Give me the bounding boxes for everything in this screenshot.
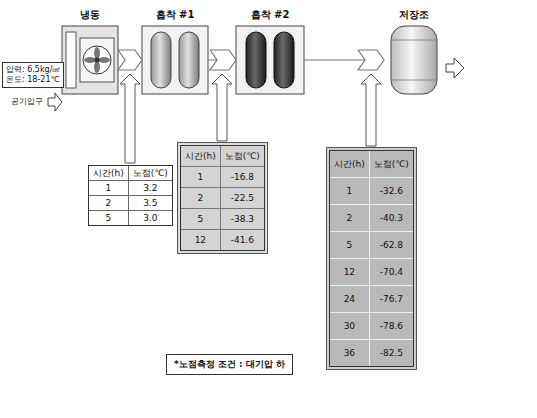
flow-chevron (118, 50, 142, 70)
table-cell: 3.0 (129, 211, 172, 225)
node-text: 온도: 18-21℃ (6, 75, 60, 85)
measure-arrow (361, 74, 381, 146)
table-cell: 3.2 (129, 181, 172, 195)
node-text: 압력: 6.5kg/㎠ (6, 65, 60, 75)
table-cell: -22.5 (221, 188, 264, 208)
table-cell: 3.5 (129, 196, 172, 210)
table-cell: -78.6 (370, 313, 413, 339)
table-header: 시간(h) (330, 151, 369, 177)
dryer-unit: 흡착 #2 (236, 8, 304, 96)
dewpoint-table: 시간(h)노점(℃)13.223.553.0 (88, 165, 173, 226)
unit-name: 흡착 #2 (236, 8, 304, 22)
table-cell: 30 (330, 313, 369, 339)
storage-tank-unit: 저장조 (384, 8, 444, 96)
table-cell: 1 (330, 178, 369, 204)
table-header: 시간(h) (181, 146, 220, 166)
table-cell: 2 (181, 188, 220, 208)
table-cell: 5 (330, 232, 369, 258)
flow-chevron (304, 50, 384, 70)
table-cell: -40.3 (370, 205, 413, 231)
flow-label: 공기입구 (10, 97, 44, 107)
table-cell: -82.5 (370, 340, 413, 366)
note-box: *노점측정 조건 : 대기압 하 (166, 354, 293, 375)
storage-tank (391, 26, 437, 94)
table-cell: -62.8 (370, 232, 413, 258)
adsorption-dryer-2 (236, 26, 304, 94)
table-cell: -32.6 (370, 178, 413, 204)
table-cell: 2 (89, 196, 128, 210)
unit-name: 저장조 (384, 8, 444, 22)
dewpoint-table: 시간(h)노점(℃)1-16.82-22.55-38.312-41.6 (180, 145, 265, 251)
table-cell: 5 (89, 211, 128, 225)
table-cell: -76.7 (370, 286, 413, 312)
inlet-condition-box: 압력: 6.5kg/㎠온도: 18-21℃ (2, 62, 64, 88)
table-header: 노점(℃) (221, 146, 264, 166)
dewpoint-table: 시간(h)노점(℃)1-32.62-40.35-62.812-70.424-76… (329, 150, 414, 367)
inlet-arrow (48, 93, 62, 111)
table-cell: 1 (89, 181, 128, 195)
unit-name: 냉동 (62, 8, 118, 22)
dryer-unit: 흡착 #1 (142, 8, 208, 96)
table-cell: 36 (330, 340, 369, 366)
table-cell: 5 (181, 209, 220, 229)
table-cell: 2 (330, 205, 369, 231)
table-cell: 12 (181, 230, 220, 250)
measure-arrow (120, 74, 140, 163)
table-cell: 24 (330, 286, 369, 312)
table-cell: -38.3 (221, 209, 264, 229)
table-cell: 12 (330, 259, 369, 285)
adsorption-dryer-1 (142, 26, 208, 94)
unit-name: 흡착 #1 (142, 8, 208, 22)
node-text: *노점측정 조건 : 대기압 하 (174, 358, 285, 371)
dryer-unit: 냉동 (62, 8, 118, 96)
table-header: 시간(h) (89, 166, 128, 180)
refrigeration-dryer (62, 26, 118, 94)
table-header: 노점(℃) (370, 151, 413, 177)
table-cell: -70.4 (370, 259, 413, 285)
table-header: 노점(℃) (129, 166, 172, 180)
flow-chevron (208, 50, 236, 70)
table-cell: 1 (181, 167, 220, 187)
table-cell: -16.8 (221, 167, 264, 187)
measure-arrow (212, 74, 232, 141)
outlet-arrow (446, 58, 464, 78)
table-cell: -41.6 (221, 230, 264, 250)
